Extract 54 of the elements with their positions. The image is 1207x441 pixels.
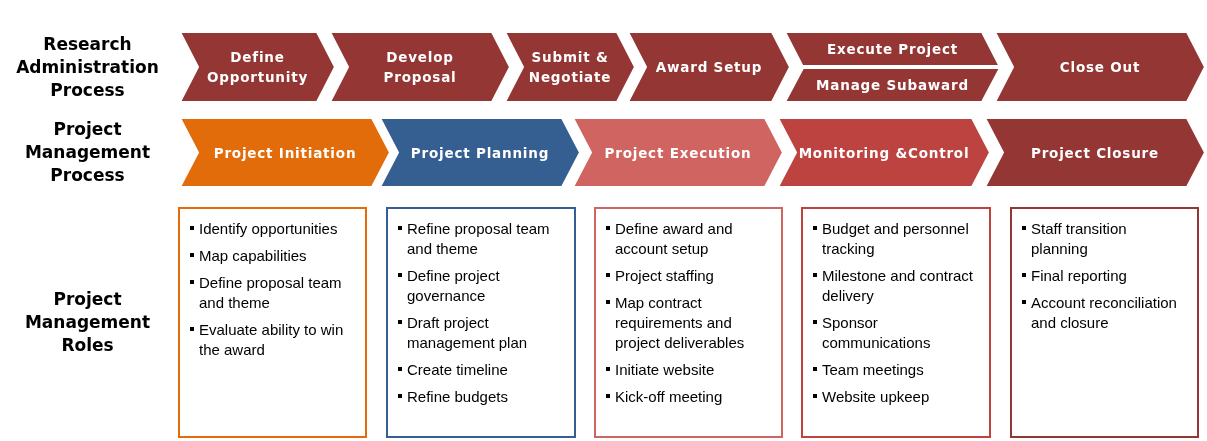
phase-step <box>505 32 635 102</box>
phase-step <box>985 118 1205 187</box>
phase-step <box>330 32 510 102</box>
bullet-item: Refine proposal team and theme <box>398 219 564 259</box>
bullet-item: Team meetings <box>813 360 979 380</box>
phase-step <box>180 32 335 102</box>
phase-step <box>785 68 1000 102</box>
row-heading: Project Management Process <box>23 118 152 187</box>
bullet-item: Identify opportunities <box>190 219 355 239</box>
bullet-item: Draft project management plan <box>398 313 564 353</box>
phase-step <box>380 118 580 187</box>
bullet-item: Define project governance <box>398 266 564 306</box>
bullet-item: Account reconciliation and closure <box>1022 293 1187 333</box>
step-label: Project Closure <box>1029 143 1160 163</box>
phase-step <box>180 118 390 187</box>
phase-step <box>573 118 783 187</box>
row-heading: Project Management Roles <box>23 288 152 357</box>
bullet-item: Milestone and contract delivery <box>813 266 979 306</box>
bullet-item: Refine budgets <box>398 387 564 407</box>
roles-box <box>386 207 576 438</box>
bullet-item: Map capabilities <box>190 246 355 266</box>
step-label: Develop Proposal <box>382 48 458 87</box>
roles-box <box>178 207 367 438</box>
step-label: Award Setup <box>654 58 764 77</box>
bullet-item: Kick-off meeting <box>606 387 771 407</box>
bullet-item: Sponsor communications <box>813 313 979 353</box>
roles-box <box>801 207 991 438</box>
bullet-item: Define proposal team and theme <box>190 273 355 313</box>
step-label: Monitoring &Control <box>797 143 971 163</box>
phase-step <box>785 32 1000 66</box>
step-label: Submit & Negotiate <box>527 48 613 87</box>
bullet-item: Website upkeep <box>813 387 979 407</box>
bullet-item: Evaluate ability to win the award <box>190 320 355 360</box>
phase-step <box>628 32 790 102</box>
step-label: Project Execution <box>603 143 753 163</box>
bullet-item: Map contract requirements and project deliverables <box>606 293 771 353</box>
phase-step <box>995 32 1205 102</box>
row-heading: Research Administration Process <box>15 32 160 102</box>
bullet-item: Final reporting <box>1022 266 1187 286</box>
step-label: Manage Subaward <box>815 76 970 95</box>
step-label: Project Planning <box>409 143 551 163</box>
phase-step <box>778 118 990 187</box>
step-label: Execute Project <box>825 40 960 59</box>
bullet-item: Budget and personnel tracking <box>813 219 979 259</box>
step-label: Project Initiation <box>212 143 358 163</box>
roles-box <box>594 207 783 438</box>
bullet-item: Define award and account setup <box>606 219 771 259</box>
bullet-item: Staff transition planning <box>1022 219 1187 259</box>
bullet-item: Initiate website <box>606 360 771 380</box>
roles-box <box>1010 207 1199 438</box>
step-label: Define Opportunity <box>205 48 310 87</box>
bullet-item: Project staffing <box>606 266 771 286</box>
step-label: Close Out <box>1058 58 1142 77</box>
bullet-item: Create timeline <box>398 360 564 380</box>
